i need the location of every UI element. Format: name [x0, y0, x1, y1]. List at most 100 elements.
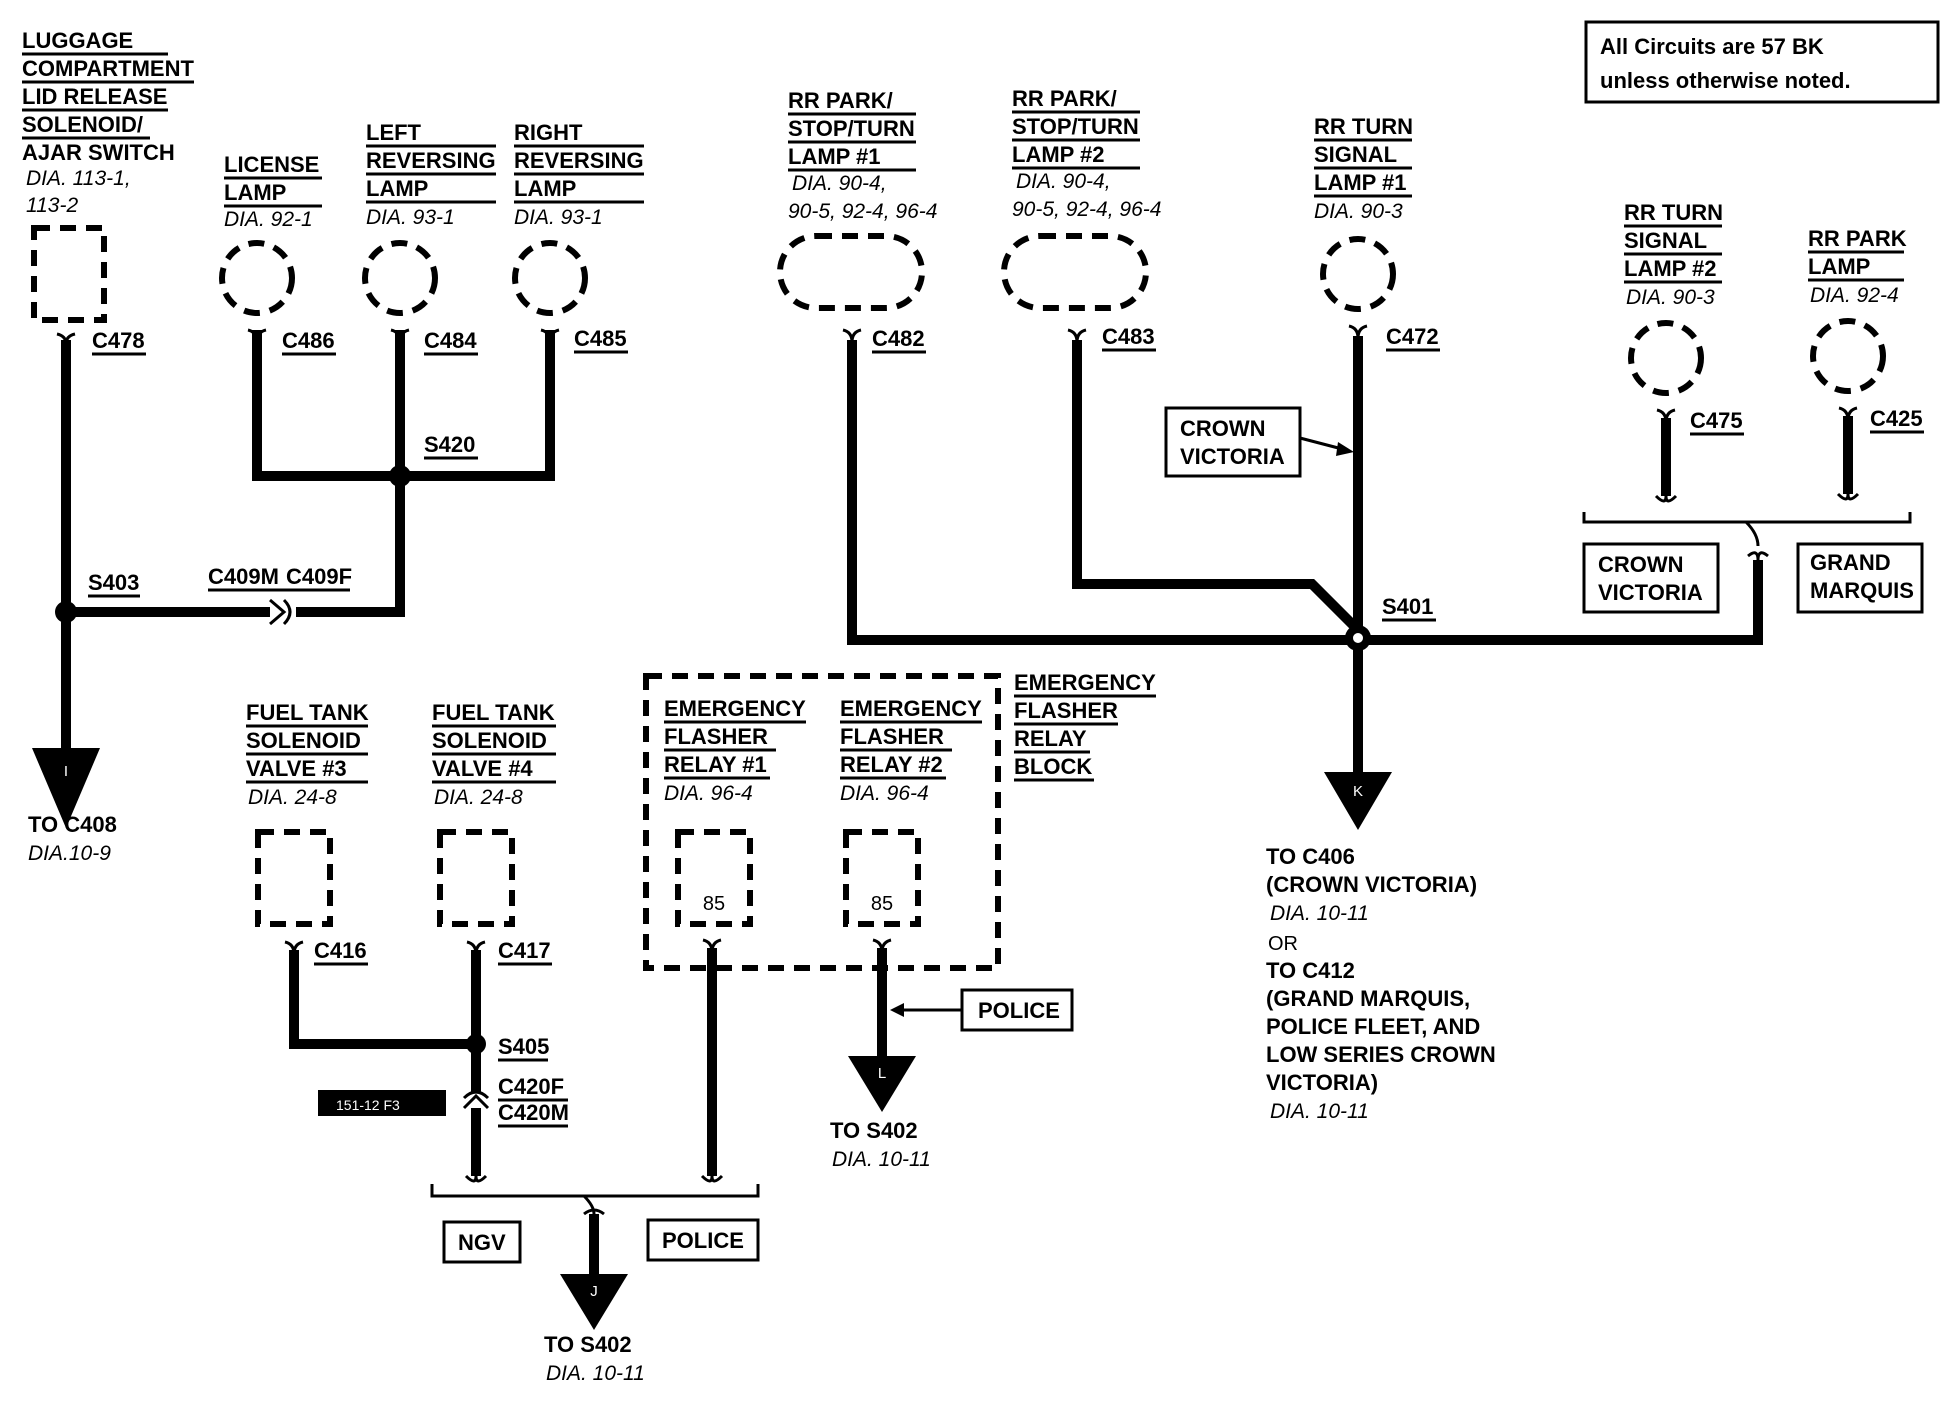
arrow-i-letter: I: [64, 763, 68, 780]
left-rev-label-3: LAMP: [366, 176, 428, 201]
grand-marquis-box-1: GRAND: [1810, 550, 1891, 575]
c420-connector: [462, 1090, 490, 1110]
relay1-label-3: RELAY #1: [664, 752, 767, 777]
right-rev-dia: DIA. 93-1: [514, 206, 603, 229]
rr-parklamp-label-1: RR PARK: [1808, 226, 1907, 251]
luggage-component-symbol: [31, 225, 107, 323]
left-reversing-lamp: LEFT REVERSING LAMP DIA. 93-1 C484: [362, 120, 496, 356]
luggage-label-2: COMPARTMENT: [22, 56, 194, 81]
rr-park2-label-1: RR PARK/: [1012, 86, 1117, 111]
c416-label: C416: [314, 938, 367, 963]
crown-vic-tag-2: VICTORIA: [1180, 444, 1285, 469]
rr-parklamp-dia: DIA. 92-4: [1810, 284, 1899, 307]
c472-label: C472: [1386, 324, 1439, 349]
s420-splice: [389, 465, 411, 487]
grand-marquis-option-box: GRAND MARQUIS: [1796, 542, 1924, 614]
rr-turn1-label-1: RR TURN: [1314, 114, 1413, 139]
splice-y-connector: [1747, 551, 1769, 561]
license-lamp-symbol: [219, 240, 295, 316]
fuel4-dia: DIA. 24-8: [434, 786, 523, 809]
rr-park1-label-1: RR PARK/: [788, 88, 893, 113]
arrow-k-dest-6: LOW SERIES CROWN: [1266, 1042, 1496, 1067]
luggage-label-4: SOLENOID/: [22, 112, 143, 137]
c482-wire: [847, 340, 1360, 645]
fuel3-valve-symbol: [255, 829, 333, 927]
crown-victoria-option-box: CROWN VICTORIA: [1582, 542, 1720, 614]
relay2-label-3: RELAY #2: [840, 752, 943, 777]
right-reversing-lamp: RIGHT REVERSING LAMP DIA. 93-1 C485: [512, 120, 644, 354]
c409-connector: [269, 598, 292, 626]
fuel4-valve-symbol: [437, 829, 515, 927]
arrow-i-dest: TO C408: [28, 812, 117, 837]
rr-park-stop-turn-lamp-2: RR PARK/ STOP/TURN LAMP #2 DIA. 90-4, 90…: [1001, 86, 1161, 352]
option-brace-bottom: [430, 1184, 760, 1198]
fuel4-label-3: VALVE #4: [432, 756, 533, 781]
ref-code-badge: [318, 1090, 446, 1116]
arrow-j-dia: DIA. 10-11: [546, 1362, 645, 1385]
s405-label: S405: [498, 1034, 549, 1059]
c409m-label: C409M: [208, 564, 279, 589]
rr-turn2-label-2: SIGNAL: [1624, 228, 1707, 253]
rr-turn2-dia: DIA. 90-3: [1626, 286, 1715, 309]
note-line-1: All Circuits are 57 BK: [1600, 34, 1824, 59]
s420-label: S420: [424, 432, 475, 457]
note-box: All Circuits are 57 BK unless otherwise …: [1584, 20, 1940, 104]
rr-turn2-lamp-symbol: [1628, 320, 1704, 396]
s420-to-c409-wire: [296, 330, 405, 617]
police-box-text: POLICE: [662, 1228, 744, 1253]
relay-block-label-1: EMERGENCY: [1014, 670, 1156, 695]
relay2-pin: 85: [871, 893, 893, 915]
emergency-flasher-relay-block-label: EMERGENCY FLASHER RELAY BLOCK: [1014, 670, 1156, 782]
rr-turn1-lamp-symbol: [1320, 236, 1396, 312]
c420f-label: C420F: [498, 1074, 564, 1099]
rr-park-stop-turn-lamp-1: RR PARK/ STOP/TURN LAMP #1 DIA. 90-4, 90…: [777, 88, 937, 354]
note-line-2: unless otherwise noted.: [1600, 68, 1851, 93]
relay2-dia: DIA. 96-4: [840, 782, 929, 805]
rr-park1-dia-2: 90-5, 92-4, 96-4: [788, 200, 937, 223]
rr-turn2-label-1: RR TURN: [1624, 200, 1723, 225]
s403-label: S403: [88, 570, 139, 595]
left-rev-label-1: LEFT: [366, 120, 422, 145]
arrow-l-dest: TO S402: [830, 1118, 918, 1143]
crown-vic-box-2: VICTORIA: [1598, 580, 1703, 605]
c409f-label: C409F: [286, 564, 352, 589]
rr-turn1-label-2: SIGNAL: [1314, 142, 1397, 167]
rr-turn-signal-lamp-2: RR TURN SIGNAL LAMP #2 DIA. 90-3 C475: [1624, 200, 1744, 503]
s401-to-grand-marquis-wire: [1358, 560, 1763, 645]
c483-label: C483: [1102, 324, 1155, 349]
luggage-label-5: AJAR SWITCH: [22, 140, 175, 165]
arrow-k-dia-1: DIA. 10-11: [1270, 902, 1369, 925]
relay1-pin: 85: [703, 893, 725, 915]
arrow-i: [32, 748, 100, 828]
rr-park1-label-2: STOP/TURN: [788, 116, 915, 141]
c420m-label: C420M: [498, 1100, 569, 1125]
arrow-k-dest-4: (GRAND MARQUIS,: [1266, 986, 1470, 1011]
right-rev-label-1: RIGHT: [514, 120, 583, 145]
arrow-k: [1324, 772, 1392, 830]
arrow-l-letter: L: [878, 1065, 886, 1082]
relay-block-label-4: BLOCK: [1014, 754, 1092, 779]
fuel4-label-1: FUEL TANK: [432, 700, 555, 725]
relay-block-label-3: RELAY: [1014, 726, 1087, 751]
s403-splice: [55, 601, 77, 623]
fuel-tank-solenoid-valve-3: FUEL TANK SOLENOID VALVE #3 DIA. 24-8 C4…: [246, 700, 369, 966]
relay1-label-1: EMERGENCY: [664, 696, 806, 721]
rr-park2-dia-2: 90-5, 92-4, 96-4: [1012, 198, 1161, 221]
c482-label: C482: [872, 326, 925, 351]
rr-park1-dia-1: DIA. 90-4,: [792, 172, 887, 195]
relay1-symbol: [675, 829, 753, 927]
rr-park2-lamp-symbol: [1001, 233, 1149, 311]
left-rev-dia: DIA. 93-1: [366, 206, 455, 229]
c417-label: C417: [498, 938, 551, 963]
fuel4-label-2: SOLENOID: [432, 728, 547, 753]
fuel3-dia: DIA. 24-8: [248, 786, 337, 809]
rr-park-lamp: RR PARK LAMP DIA. 92-4 C425: [1808, 226, 1924, 501]
rr-turn2-label-3: LAMP #2: [1624, 256, 1717, 281]
ngv-box-text: NGV: [458, 1230, 506, 1255]
relay-block-outline: [643, 673, 1001, 971]
license-dia: DIA. 92-1: [224, 208, 313, 231]
luggage-label-1: LUGGAGE: [22, 28, 133, 53]
arrow-k-dest-5: POLICE FLEET, AND: [1266, 1014, 1480, 1039]
right-rev-label-3: LAMP: [514, 176, 576, 201]
emergency-flasher-relay-1: EMERGENCY FLASHER RELAY #1 DIA. 96-4 85: [664, 696, 806, 953]
